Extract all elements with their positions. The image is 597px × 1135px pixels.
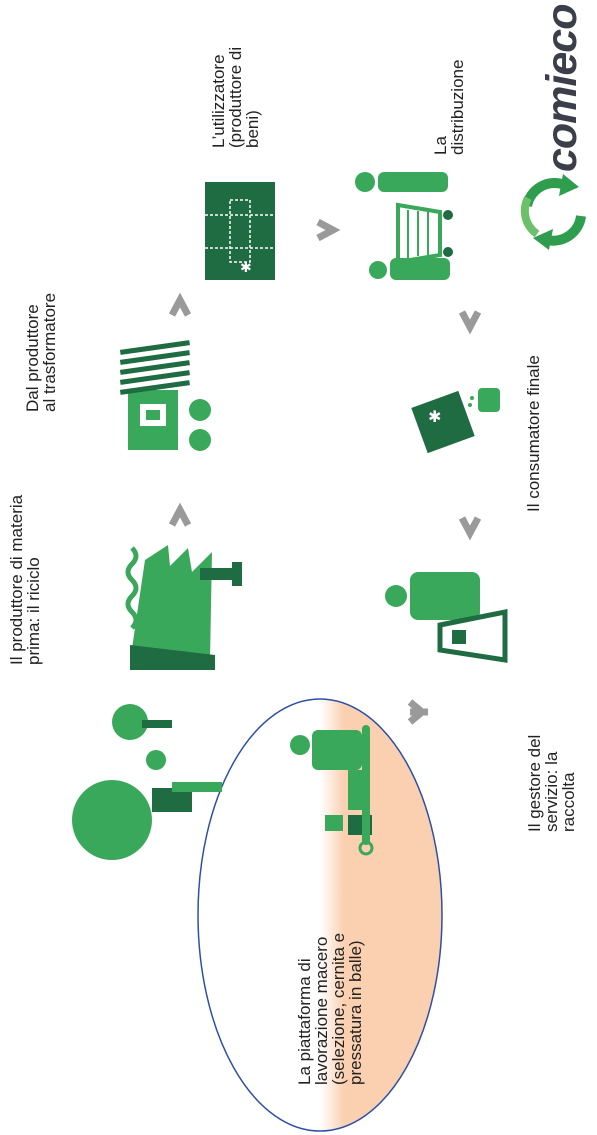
brand-logo-text: comieco [538, 4, 586, 172]
sorting-conveyor-icon [290, 725, 374, 856]
comieco-logo-icon [520, 174, 586, 250]
cycle-arrows [168, 218, 482, 725]
paper-rolls-icon [72, 704, 222, 860]
shopping-cart-icon [355, 172, 453, 280]
label-transformer: Dal produttore al trasformatore [23, 292, 59, 412]
label-consumer: Il consumatore finale [524, 355, 543, 512]
printing-machine-icon [119, 340, 211, 451]
label-user: L’utilizzatore (produttore di beni) [209, 46, 262, 148]
arrow-down-1 [458, 310, 482, 335]
pouring-carton-icon: ✱ [411, 388, 500, 454]
svg-text:✱: ✱ [240, 260, 252, 276]
highlight-ellipse [197, 698, 443, 1132]
arrow-down-2 [458, 516, 482, 541]
label-collection: Il gestore del servizio: la raccolta [525, 734, 578, 832]
arrow-up-2 [168, 292, 192, 317]
folded-box-icon: ✱ [205, 182, 275, 280]
waste-bin-icon [385, 572, 508, 663]
label-platform: La piattaforma di lavorazione macero (se… [295, 932, 365, 1085]
svg-text:✱: ✱ [428, 407, 441, 426]
label-distribution: La distribuzione [431, 59, 467, 155]
label-producer: Il produttore di materia prima: il ricic… [7, 494, 43, 665]
arrow-right [316, 218, 341, 242]
factory-icon [125, 545, 242, 670]
arrow-up-1 [168, 502, 192, 527]
